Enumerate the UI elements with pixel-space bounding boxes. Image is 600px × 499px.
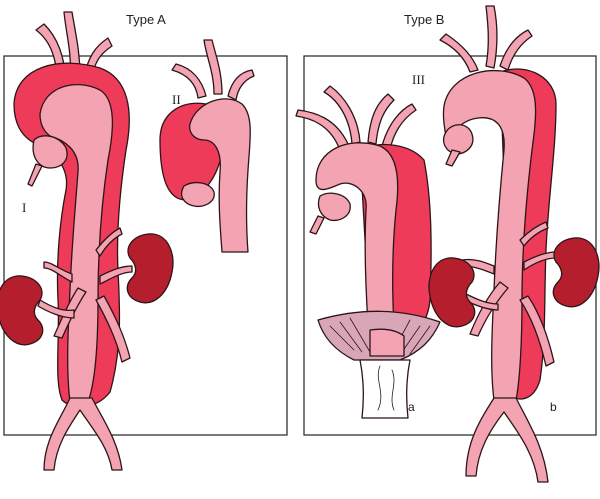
class-ii-label: II bbox=[172, 92, 181, 107]
subtype-b-label: b bbox=[550, 400, 557, 414]
kidney-left-type-a bbox=[0, 275, 44, 346]
subtype-a-label: a bbox=[408, 400, 415, 414]
class-iii-label: III bbox=[412, 72, 425, 87]
kidney-left-type-b bbox=[428, 257, 476, 328]
kidney-right-type-a bbox=[126, 233, 174, 304]
type-b-b-aorta bbox=[439, 5, 557, 483]
type-a-header: Type A bbox=[126, 12, 166, 27]
type-b-header: Type B bbox=[404, 12, 445, 27]
class-i-label: I bbox=[22, 200, 27, 215]
type-a-panel-frame bbox=[3, 55, 288, 436]
type-b-panel-frame bbox=[303, 55, 597, 436]
type-b-a-aorta bbox=[295, 85, 441, 419]
kidney-right-type-b bbox=[552, 237, 600, 308]
type-a-i-aorta bbox=[13, 11, 133, 471]
type-a-ii-aorta bbox=[159, 39, 255, 253]
